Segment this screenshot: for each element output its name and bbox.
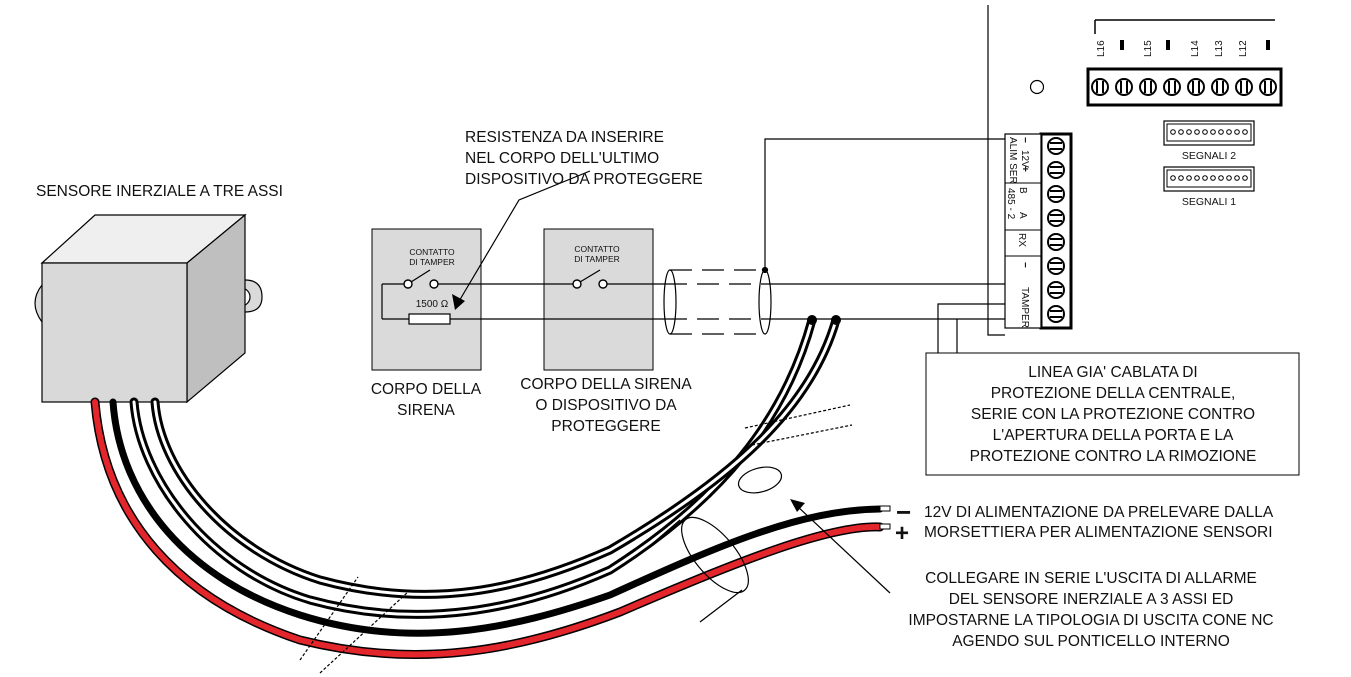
resistor-symbol	[408, 313, 451, 325]
siren-device-body-box: CONTATTO DI TAMPER	[543, 228, 654, 371]
series-note-2: DEL SENSORE INERZIALE A 3 ASSI ED	[949, 591, 1234, 608]
wired-line-note-3: SERIE CON LA PROTEZIONE CONTRO	[971, 406, 1255, 423]
cable-shield-rings	[644, 466, 783, 623]
mounting-hole	[1029, 79, 1045, 95]
siren-device-label-1: CORPO DELLA SIRENA	[520, 376, 692, 393]
terminal-label-l13: L13	[1214, 40, 1225, 57]
power-minus-text: 12V DI ALIMENTAZIONE DA PRELEVARE DALLA	[924, 504, 1274, 521]
top-terminal-screws	[1091, 78, 1277, 96]
rx-label: RX	[1016, 233, 1027, 247]
wired-line-note-2: PROTEZIONE DELLA CENTRALE,	[991, 385, 1236, 402]
side-terminal-block	[1004, 132, 1073, 330]
siren-device-label-3: PROTEGGERE	[551, 418, 660, 435]
siren-body-label-2: SIRENA	[397, 402, 455, 419]
terminal-label-l12: L12	[1238, 40, 1249, 57]
sensor-cables	[90, 315, 885, 659]
cable-break-marks	[299, 404, 853, 674]
alim-minus-label: −	[1019, 137, 1030, 143]
tamper-loop-wires	[381, 138, 1005, 390]
resistor-value-label: 1500 Ω	[416, 299, 449, 310]
tamper-contact-label-1: CONTATTO	[409, 247, 455, 257]
tamper-minus-label: −	[1019, 262, 1030, 268]
tamper-contact-label-3: CONTATTO	[574, 244, 620, 254]
siren-body-label-1: CORPO DELLA	[371, 381, 482, 398]
power-wire-tips	[879, 505, 891, 530]
series-note-1: COLLEGARE IN SERIE L'USCITA DI ALLARME	[925, 570, 1257, 587]
series-note-4: AGENDO SUL PONTICELLO INTERNO	[952, 633, 1230, 650]
wired-line-note-4: L'APERTURA DELLA PORTA E LA	[993, 427, 1234, 444]
siren-device-label-2: O DISPOSITIVO DA	[535, 397, 677, 414]
tamper-contact-label-2: DI TAMPER	[409, 257, 455, 267]
signals-1-label: SEGNALI 1	[1182, 196, 1236, 208]
signals-1-connector: SEGNALI 1	[1163, 166, 1255, 208]
resistor-note-arrow	[452, 170, 591, 310]
wired-line-note-5: PROTEZIONE CONTRO LA RIMOZIONE	[970, 448, 1257, 465]
series-note-3: IMPOSTARNE LA TIPOLOGIA DI USCITA CONE N…	[908, 612, 1273, 629]
alim-plus-label: +	[1019, 166, 1030, 172]
tamper-label: TAMPER	[1019, 287, 1030, 328]
siren-body-box: CONTATTO DI TAMPER 1500 Ω	[371, 228, 482, 371]
terminal-label-l15: L15	[1143, 40, 1154, 57]
wired-line-note-box	[925, 352, 1300, 476]
top-terminal-labels: L16 L15 L14 L13 L12	[1096, 40, 1270, 57]
series-note-arrow	[790, 499, 891, 594]
terminal-label-l14: L14	[1190, 40, 1201, 57]
b-label: B	[1017, 187, 1028, 194]
alim-ser-label: ALIM SER	[1007, 137, 1018, 184]
resistor-note-line-2: NEL CORPO DELL'ULTIMO	[465, 150, 659, 167]
tamper-contact-label-4: DI TAMPER	[574, 254, 620, 264]
side-terminal-screws	[1047, 137, 1065, 323]
a-label: A	[1017, 212, 1028, 219]
signals-2-label: SEGNALI 2	[1182, 150, 1236, 162]
inertial-sensor-box	[34, 213, 263, 404]
power-plus-sign: +	[895, 520, 909, 547]
resistor-note-line-1: RESISTENZA DA INSERIRE	[465, 129, 664, 146]
terminal-label-l16: L16	[1096, 40, 1107, 57]
side-terminal-labels: − 12V + ALIM SER B A 485 - 2 RX − TAMPER	[1005, 137, 1030, 328]
wired-line-note-1: LINEA GIA' CABLATA DI	[1028, 364, 1198, 381]
alim-12v-label: 12V	[1019, 150, 1030, 168]
resistor-note-line-3: DISPOSITIVO DA PROTEGGERE	[465, 171, 703, 188]
bus-485-label: 485 - 2	[1005, 188, 1016, 220]
signals-2-connector: SEGNALI 2	[1163, 120, 1255, 162]
power-minus-sign: −	[896, 497, 911, 527]
power-plus-text: MORSETTIERA PER ALIMENTAZIONE SENSORI	[924, 524, 1273, 541]
sensor-title: SENSORE INERZIALE A TRE ASSI	[36, 183, 283, 200]
